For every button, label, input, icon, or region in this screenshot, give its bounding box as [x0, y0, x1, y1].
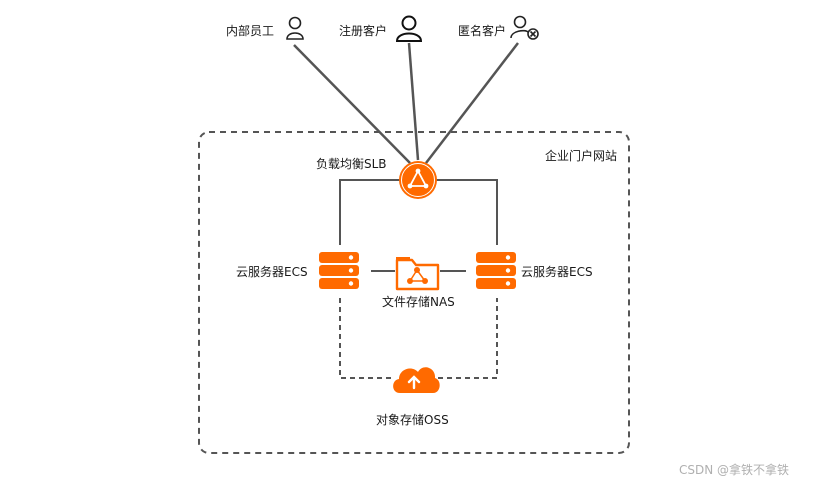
watermark: CSDN @拿铁不拿铁 — [679, 463, 790, 477]
label-registered-customer: 注册客户 — [339, 24, 388, 38]
cloud-upload-icon — [393, 367, 440, 393]
server-stack-icon-left — [319, 252, 359, 289]
load-balancer-icon — [399, 161, 437, 199]
server-stack-icon-right — [476, 252, 516, 289]
region-boundary — [198, 131, 630, 454]
user-filled-outline-icon — [395, 15, 423, 42]
connector-slb-to-ecs-left — [339, 179, 400, 245]
slb-label: 负载均衡SLB — [316, 157, 387, 171]
connector-ecs-left-to-oss — [339, 298, 393, 379]
nas-label: 文件存储NAS — [382, 295, 455, 309]
ecs-left-label: 云服务器ECS — [236, 265, 308, 279]
oss-label: 对象存储OSS — [376, 413, 449, 427]
connector-oss-to-ecs-right — [438, 298, 498, 379]
connector-registered-to-slb — [407, 42, 420, 161]
ecs-right-label: 云服务器ECS — [521, 265, 593, 279]
connector-internal-to-slb — [293, 44, 411, 164]
folder-share-icon — [395, 257, 440, 291]
user-outline-icon — [286, 16, 304, 40]
connector-anonymous-to-slb — [425, 42, 519, 164]
user-blocked-icon — [510, 15, 539, 40]
label-internal-staff: 内部员工 — [226, 24, 275, 38]
connector-slb-to-ecs-right — [436, 179, 498, 245]
region-label: 企业门户网站 — [545, 149, 618, 163]
label-anonymous-customer: 匿名客户 — [458, 24, 507, 38]
